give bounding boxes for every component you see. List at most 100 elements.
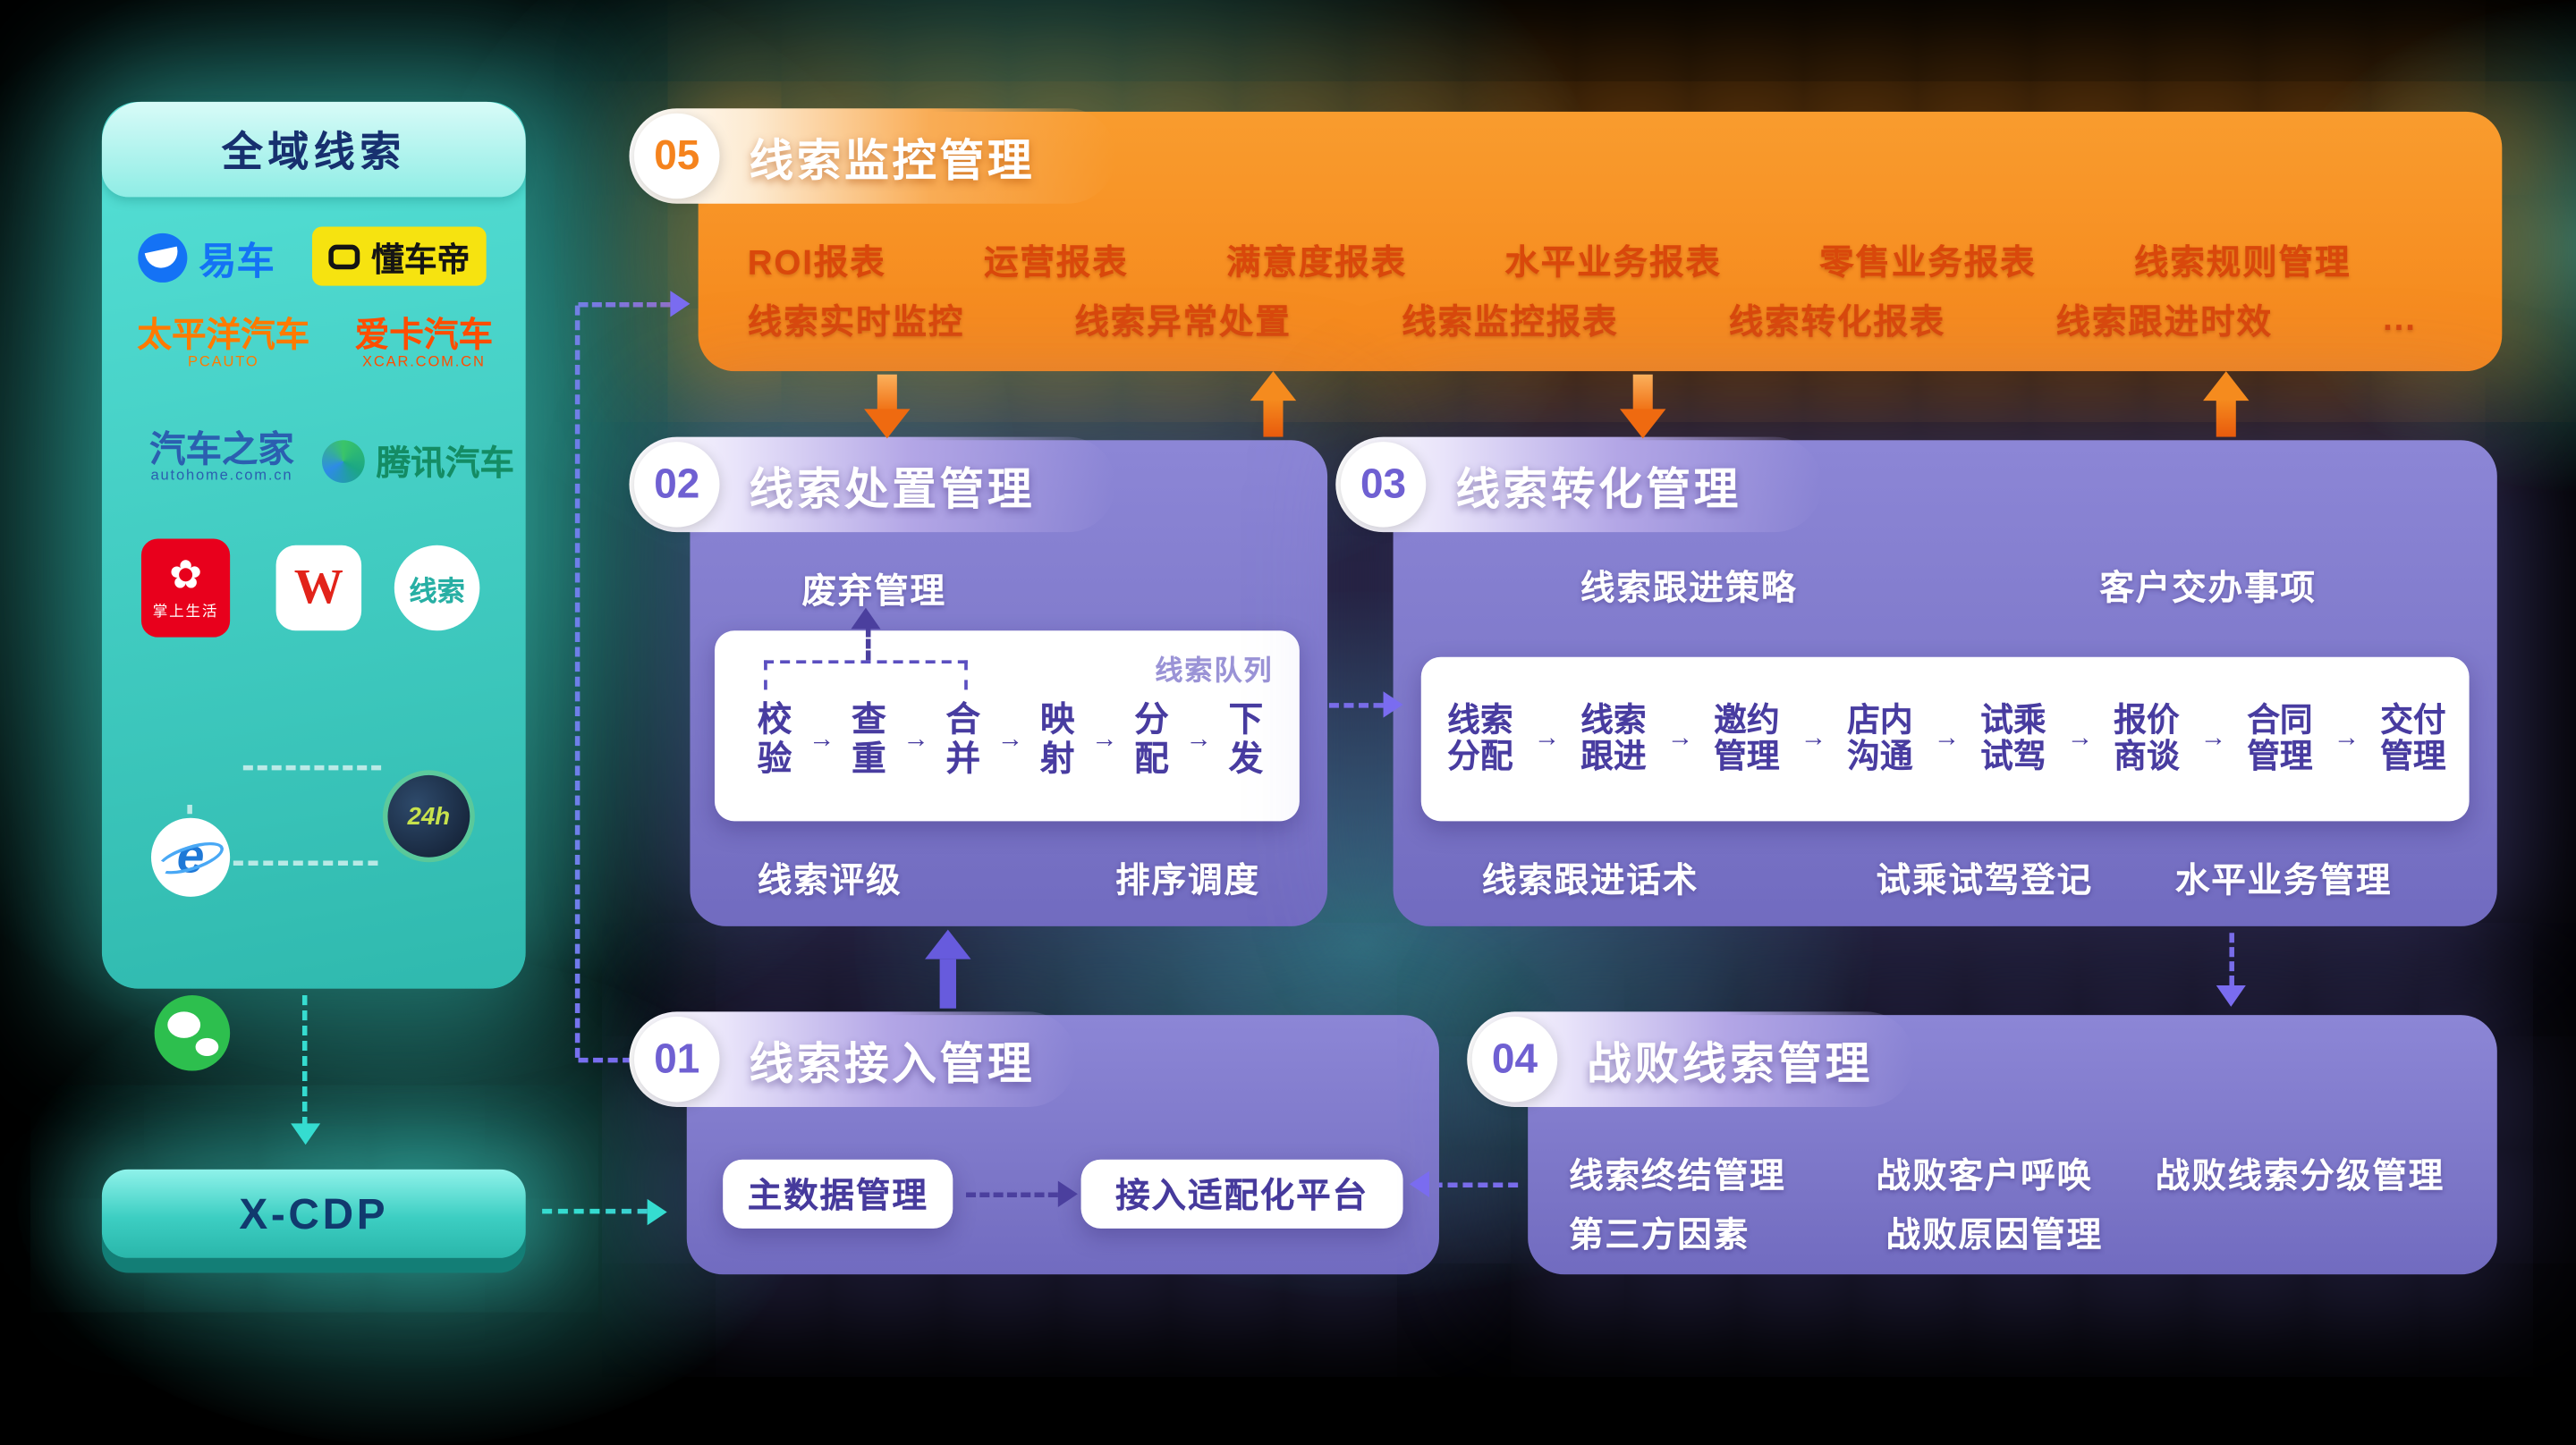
arrow-right-icon: → bbox=[1533, 723, 1561, 753]
autohome-sublabel: autohome.com.cn bbox=[150, 466, 293, 484]
conversion-step: 线索 跟进 bbox=[1580, 702, 1647, 775]
arrow-right-icon: → bbox=[2333, 723, 2360, 753]
panel-02-disposal: 02 线索处置管理 废弃管理 线索队列 校 验→查 重→合 并→映 射→分 配→… bbox=[629, 436, 1328, 926]
logo-dongchedi: 懂车帝 bbox=[311, 226, 487, 286]
sort-scheduling-label: 排序调度 bbox=[1115, 862, 1260, 900]
panel-05-title: 线索监控管理 bbox=[749, 135, 1036, 185]
monitoring-item: 运营报表 bbox=[983, 244, 1129, 283]
panel-02-title: 线索处置管理 bbox=[749, 463, 1036, 513]
follow-script-label: 线索跟进话术 bbox=[1481, 862, 1699, 900]
monitoring-item: 零售业务报表 bbox=[1819, 244, 2037, 283]
arrow-down-icon bbox=[2216, 985, 2246, 1007]
arrow-p05-to-p03 bbox=[1632, 374, 1653, 411]
conversion-step: 合同 管理 bbox=[2247, 702, 2313, 775]
panel-01-title: 线索接入管理 bbox=[749, 1038, 1036, 1088]
tencent-auto-label: 腾讯汽车 bbox=[376, 444, 514, 483]
queue-step: 分 配 bbox=[1134, 702, 1169, 779]
master-data-label: 主数据管理 bbox=[747, 1177, 928, 1216]
service-24h-icon: 24h bbox=[387, 774, 470, 858]
connector-dash bbox=[242, 765, 382, 771]
service-24h-label: 24h bbox=[407, 802, 451, 831]
arrow-right-icon: → bbox=[996, 725, 1024, 755]
logo-pcauto: 太平洋汽车 PCAUTO bbox=[128, 317, 318, 370]
master-data-box: 主数据管理 bbox=[723, 1159, 953, 1229]
zhangshang-label: 掌上生活 bbox=[152, 602, 219, 619]
dongchedi-label: 懂车帝 bbox=[371, 241, 470, 279]
arrow-up-icon bbox=[851, 607, 881, 630]
arrow-right-icon bbox=[647, 1198, 667, 1226]
monitoring-item: ROI报表 bbox=[747, 244, 886, 283]
panel-02-number: 02 bbox=[633, 442, 720, 528]
logo-tencent-auto: 腾讯汽车 bbox=[321, 437, 514, 486]
lost-reason-label: 战败原因管理 bbox=[1885, 1217, 2104, 1255]
arrow-masterdata-to-platform bbox=[965, 1192, 1058, 1197]
thirdparty-factor-label: 第三方因素 bbox=[1569, 1217, 1750, 1255]
panel-05-monitoring: 05 线索监控管理 ROI报表运营报表满意度报表水平业务报表零售业务报表线索规则… bbox=[629, 108, 2503, 372]
panel-05-row2: 线索实时监控线索异常处置线索监控报表线索转化报表线索跟进时效... bbox=[699, 296, 2503, 345]
arrow-right-icon bbox=[1383, 691, 1403, 718]
zhangshang-shenghuo-icon: ✿ 掌上生活 bbox=[140, 538, 231, 638]
arrow-p01-to-p02-head bbox=[925, 929, 971, 959]
dongchedi-icon bbox=[328, 243, 360, 269]
arrow-right-icon bbox=[670, 291, 691, 317]
monitoring-item: 线索转化报表 bbox=[1728, 303, 1946, 342]
link-p01-p05-vertical bbox=[574, 305, 580, 1058]
horizontal-business-label: 水平业务管理 bbox=[2174, 862, 2393, 900]
conversion-flow-box: 线索 分配→线索 跟进→邀约 管理→店内 沟通→试乘 试驾→报价 商谈→合同 管… bbox=[1420, 656, 2470, 822]
arrow-p04-to-platform bbox=[1432, 1182, 1519, 1187]
panel-01-access: 01 线索接入管理 主数据管理 接入适配化平台 bbox=[629, 1011, 1439, 1275]
panel-05-header: 05 线索监控管理 bbox=[629, 108, 1116, 204]
connector-dash bbox=[187, 804, 192, 828]
adapter-platform-label: 接入适配化平台 bbox=[1115, 1177, 1368, 1216]
conversion-step: 交付 管理 bbox=[2380, 702, 2446, 775]
arrow-p05-to-p02 bbox=[877, 374, 897, 411]
conversion-step: 邀约 管理 bbox=[1714, 702, 1780, 775]
arrow-right-icon: → bbox=[2066, 723, 2094, 753]
monitoring-item: 满意度报表 bbox=[1225, 244, 1407, 283]
conversion-steps: 线索 分配→线索 跟进→邀约 管理→店内 沟通→试乘 试驾→报价 商谈→合同 管… bbox=[1447, 673, 2446, 805]
panel-03-title: 线索转化管理 bbox=[1455, 463, 1741, 513]
arrow-right-icon: → bbox=[1091, 725, 1118, 755]
xiansuo-label: 线索 bbox=[409, 575, 465, 607]
arrow-right-icon: → bbox=[1666, 723, 1694, 753]
queue-step: 下 发 bbox=[1228, 702, 1264, 779]
arrow-up-icon bbox=[1250, 371, 1297, 401]
lead-queue-steps: 校 验→查 重→合 并→映 射→分 配→下 发 bbox=[758, 680, 1264, 801]
arrow-p03-to-p04 bbox=[2229, 933, 2234, 986]
testdrive-register-label: 试乘试驾登记 bbox=[1876, 862, 2093, 900]
arrow-right-icon bbox=[1057, 1180, 1078, 1207]
pcauto-sublabel: PCAUTO bbox=[187, 352, 259, 370]
panel-03-header: 03 线索转化管理 bbox=[1335, 436, 1822, 533]
panel-05-number: 05 bbox=[633, 113, 720, 199]
monitoring-item: 线索实时监控 bbox=[747, 303, 965, 342]
adapter-platform-box: 接入适配化平台 bbox=[1080, 1159, 1403, 1229]
lost-lead-grading-label: 战败线索分级管理 bbox=[2155, 1157, 2445, 1196]
w-label: W bbox=[293, 560, 343, 614]
queue-step: 校 验 bbox=[757, 702, 792, 779]
arrow-right-icon: → bbox=[809, 725, 835, 755]
queue-step: 合 并 bbox=[945, 702, 981, 779]
arrow-p03-to-p05 bbox=[2216, 399, 2236, 437]
tencent-auto-icon bbox=[321, 440, 365, 483]
xcar-label: 爱卡汽车 bbox=[354, 317, 494, 355]
arrow-up-icon bbox=[2203, 371, 2250, 401]
logo-yiche: 易车 bbox=[138, 230, 275, 285]
conversion-step: 店内 沟通 bbox=[1847, 702, 1913, 775]
logo-autohome: 汽车之家 autohome.com.cn bbox=[125, 430, 319, 484]
monitoring-item: 水平业务报表 bbox=[1504, 244, 1722, 283]
lost-customer-recall-label: 战败客户呼唤 bbox=[1876, 1157, 2093, 1196]
link-p01-p05-top bbox=[578, 301, 671, 308]
lead-queue-box: 线索队列 校 验→查 重→合 并→映 射→分 配→下 发 bbox=[714, 607, 1300, 822]
source-panel: 全域线索 易车 懂车帝 太平洋汽车 PCAUTO 爱卡汽车 XCAR.COM.C… bbox=[101, 101, 526, 1071]
ie-browser-icon: e bbox=[150, 817, 231, 897]
arrow-p01-to-p02-tail bbox=[939, 959, 956, 1009]
xcar-sublabel: XCAR.COM.CN bbox=[361, 352, 486, 370]
yiche-label: 易车 bbox=[199, 240, 275, 283]
connector-dash bbox=[233, 860, 378, 866]
source-panel-header: 全域线索 bbox=[101, 101, 526, 198]
logo-xcar: 爱卡汽车 XCAR.COM.CN bbox=[338, 317, 509, 370]
flower-icon: ✿ bbox=[169, 553, 203, 597]
panel-01-number: 01 bbox=[633, 1016, 720, 1103]
arrow-down-icon bbox=[864, 409, 911, 439]
